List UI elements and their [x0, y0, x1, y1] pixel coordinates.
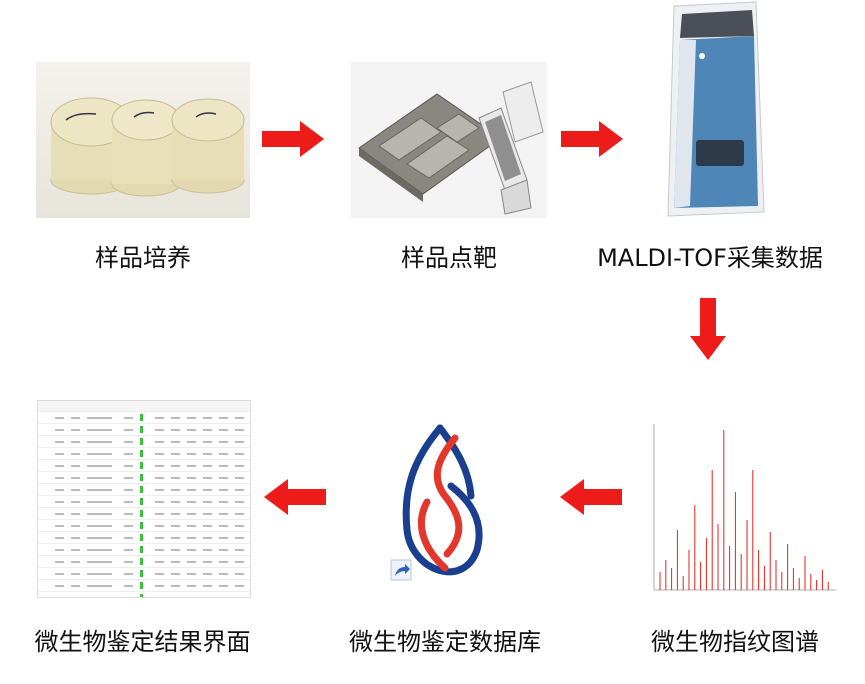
step-label-culture: 样品培养	[95, 244, 191, 272]
table-row	[38, 496, 250, 508]
table-row	[38, 532, 250, 544]
score-bar	[139, 473, 143, 481]
score-bar	[139, 533, 143, 541]
logo-mark	[390, 424, 483, 581]
table-row	[38, 556, 250, 568]
step-label-target: 样品点靶	[401, 244, 497, 272]
arrow-left-icon	[264, 479, 326, 515]
table-row	[38, 448, 250, 460]
score-bar	[139, 461, 143, 469]
score-bar	[139, 425, 143, 433]
score-bar	[139, 437, 143, 445]
step-label-result: 微生物鉴定结果界面	[34, 628, 251, 656]
step-label-fingerprint: 微生物指纹图谱	[651, 628, 819, 656]
share-arrow-icon	[390, 559, 412, 581]
score-bar	[139, 545, 143, 553]
table-row	[38, 484, 250, 496]
petri-dish-image	[50, 97, 245, 197]
arrow-down-icon	[690, 298, 726, 360]
score-bar	[139, 581, 143, 589]
sample-door	[696, 140, 744, 166]
score-bar	[139, 557, 143, 565]
table-row	[38, 508, 250, 520]
table-row	[38, 544, 250, 556]
target-plate-image	[358, 81, 544, 215]
database-logo	[385, 420, 495, 595]
score-bar	[139, 521, 143, 529]
table-row	[38, 424, 250, 436]
arrow-left-icon	[560, 479, 622, 515]
spectrum-peaks	[659, 430, 829, 590]
score-bar	[139, 593, 143, 597]
disposable-targets	[478, 81, 544, 215]
spectrum-plot	[653, 424, 836, 591]
arrow-right-icon	[561, 121, 623, 157]
table-row	[38, 592, 250, 597]
identification-result-table	[37, 400, 251, 598]
dish-stack-right	[171, 98, 245, 194]
table-row	[38, 520, 250, 532]
arrow-right-icon	[262, 121, 324, 157]
table-row	[38, 580, 250, 592]
table-row	[38, 568, 250, 580]
score-bar	[139, 413, 143, 421]
step-label-acquire: MALDI-TOF采集数据	[597, 244, 823, 272]
table-row	[38, 436, 250, 448]
step-label-database: 微生物鉴定数据库	[349, 628, 541, 656]
table-row	[38, 460, 250, 472]
score-bar	[139, 485, 143, 493]
mass-spectrum-chart	[640, 420, 840, 605]
table-row	[38, 472, 250, 484]
score-bar	[139, 569, 143, 577]
steel-target-plate	[358, 93, 502, 202]
instrument-image	[667, 1, 765, 217]
table-header	[38, 401, 250, 412]
dish-stack-middle	[111, 99, 181, 197]
score-bar	[139, 509, 143, 517]
score-bar	[139, 449, 143, 457]
culture-photo	[36, 62, 250, 218]
table-row	[38, 412, 250, 424]
score-bar	[139, 497, 143, 505]
target-plate-photo	[351, 62, 547, 218]
maldi-tof-instrument	[660, 0, 770, 218]
